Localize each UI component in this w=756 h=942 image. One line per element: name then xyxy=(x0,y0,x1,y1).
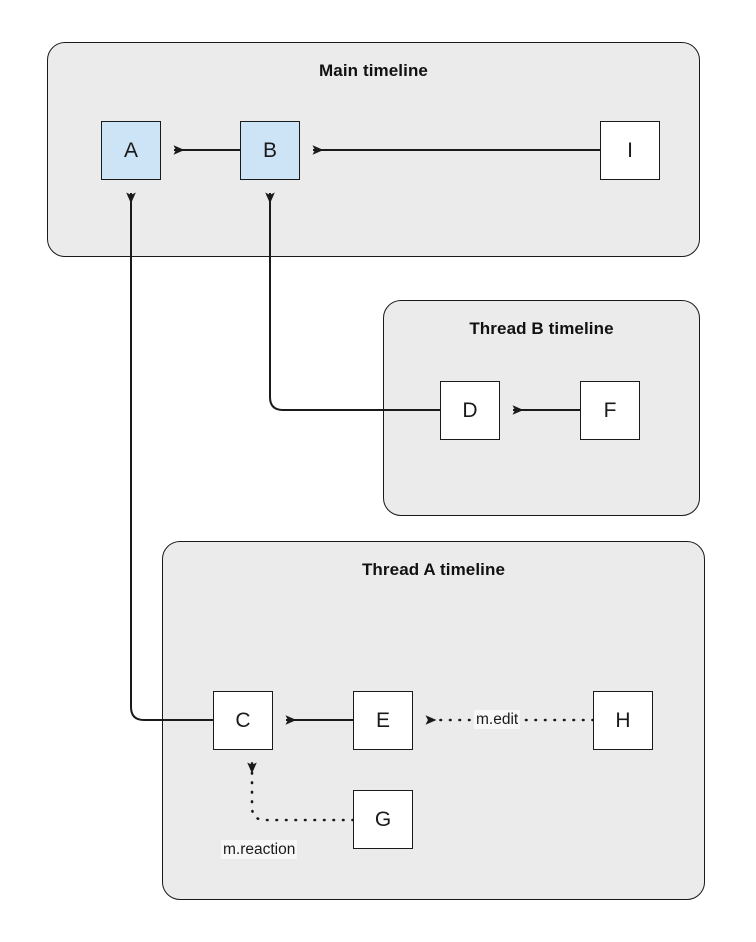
node-a[interactable]: A xyxy=(101,121,161,180)
node-a-label: A xyxy=(123,138,138,162)
node-g-label: G xyxy=(374,807,392,831)
node-g[interactable]: G xyxy=(353,790,413,849)
node-b[interactable]: B xyxy=(240,121,300,180)
node-i[interactable]: I xyxy=(600,121,660,180)
node-i-label: I xyxy=(627,138,633,162)
edge-label-m-reaction: m.reaction xyxy=(221,840,298,859)
group-thread-b-timeline-title: Thread B timeline xyxy=(469,319,614,338)
node-h-label: H xyxy=(615,708,631,732)
node-d[interactable]: D xyxy=(440,381,500,440)
node-c[interactable]: C xyxy=(213,691,273,750)
node-f[interactable]: F xyxy=(580,381,640,440)
group-thread-a-timeline-title: Thread A timeline xyxy=(361,560,506,579)
edge-label-m-edit: m.edit xyxy=(474,710,521,729)
node-e-label: E xyxy=(375,708,390,732)
node-h[interactable]: H xyxy=(593,691,653,750)
node-e[interactable]: E xyxy=(353,691,413,750)
node-d-label: D xyxy=(462,398,478,422)
group-main-timeline-title: Main timeline xyxy=(319,61,428,80)
node-c-label: C xyxy=(235,708,251,732)
node-b-label: B xyxy=(262,138,277,162)
group-thread-b-timeline[interactable]: Thread B timeline xyxy=(383,300,700,516)
node-f-label: F xyxy=(603,398,617,422)
